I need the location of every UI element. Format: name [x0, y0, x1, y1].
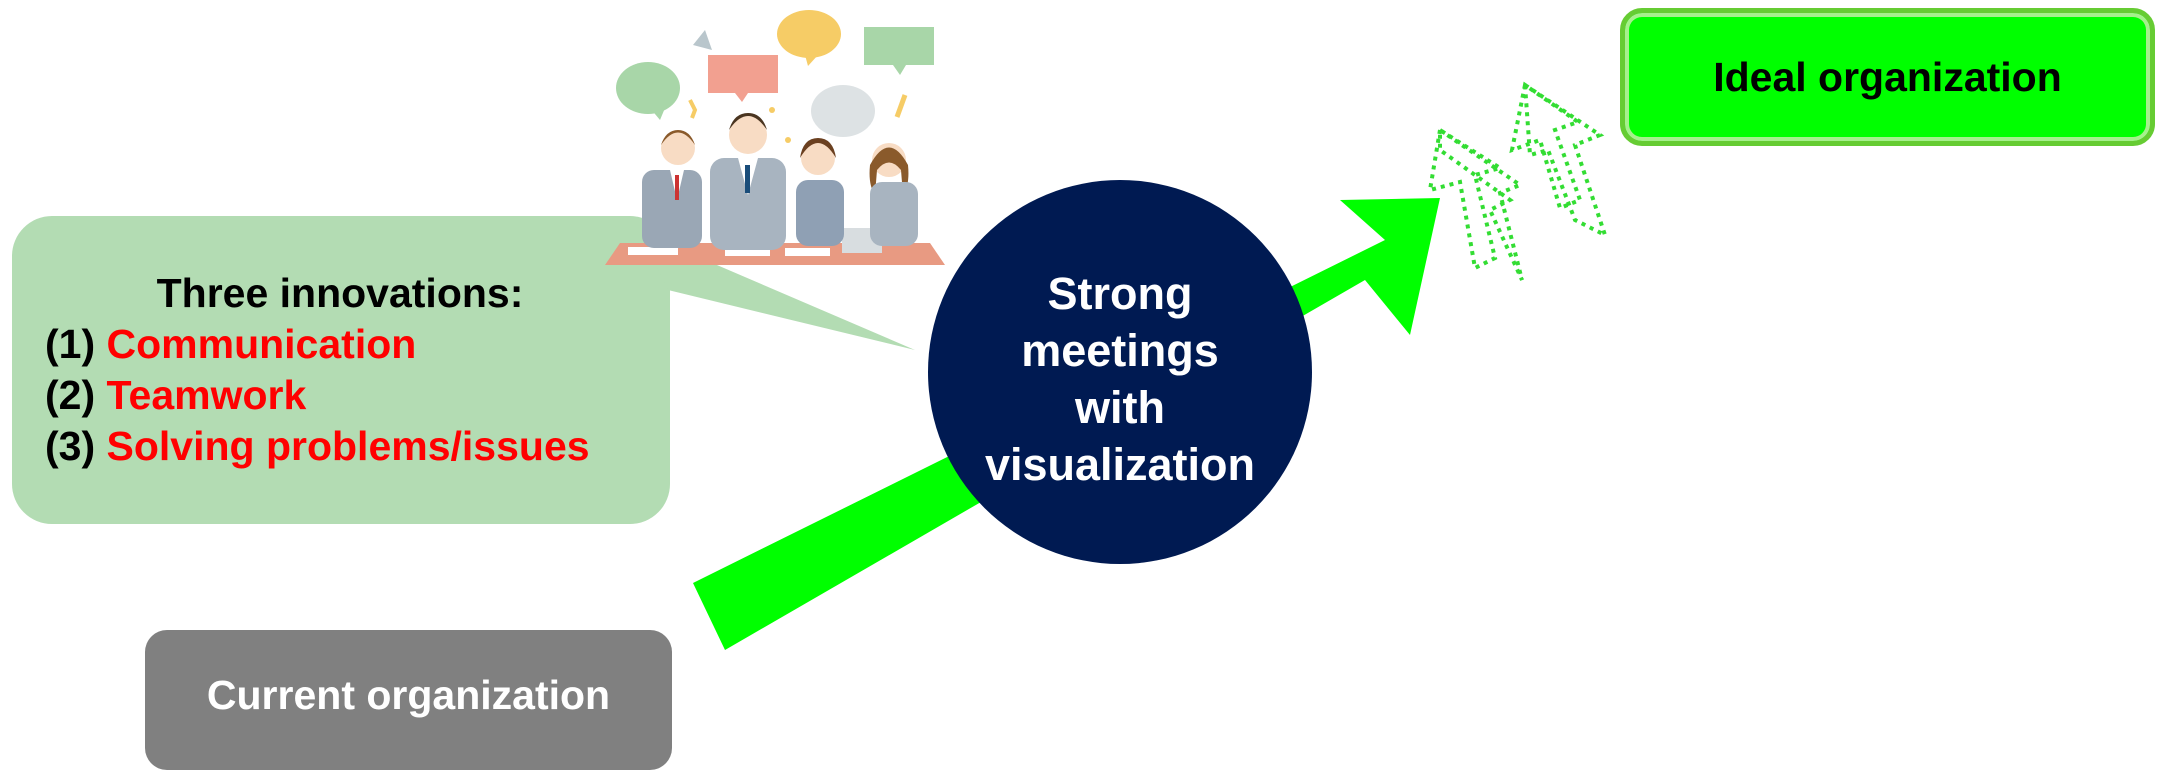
innovation-number: (3)	[45, 423, 96, 469]
innovation-label: Solving problems/issues	[106, 423, 590, 469]
innovation-item: (1) Communication	[45, 319, 685, 370]
innovation-number: (2)	[45, 372, 96, 418]
center-circle	[928, 180, 1312, 564]
dotted-arrow-icon-left	[1427, 126, 1525, 281]
dotted-arrow-icon-right	[1509, 81, 1609, 239]
innovation-number: (1)	[45, 321, 96, 367]
ideal-organization-box: Ideal organization	[1620, 8, 2155, 146]
center-circle-text: Strong meetings with visualization	[935, 265, 1305, 493]
innovations-title: Three innovations:	[156, 270, 524, 316]
center-line: Strong	[1047, 268, 1193, 319]
innovation-label: Teamwork	[106, 372, 307, 418]
current-organization-label: Current organization	[206, 672, 611, 718]
innovation-item: (3) Solving problems/issues	[45, 421, 685, 472]
center-line: visualization	[984, 439, 1256, 490]
innovation-label: Communication	[106, 321, 417, 367]
innovation-item: (2) Teamwork	[45, 370, 685, 421]
center-line: with	[1075, 382, 1165, 433]
center-line: meetings	[1021, 325, 1219, 376]
innovations-list: Three innovations: (1) Communication (2)…	[45, 268, 685, 472]
current-organization-box: Current organization	[145, 630, 672, 770]
ideal-organization-label: Ideal organization	[1713, 53, 2062, 100]
business-meeting-illustration	[605, 10, 945, 265]
